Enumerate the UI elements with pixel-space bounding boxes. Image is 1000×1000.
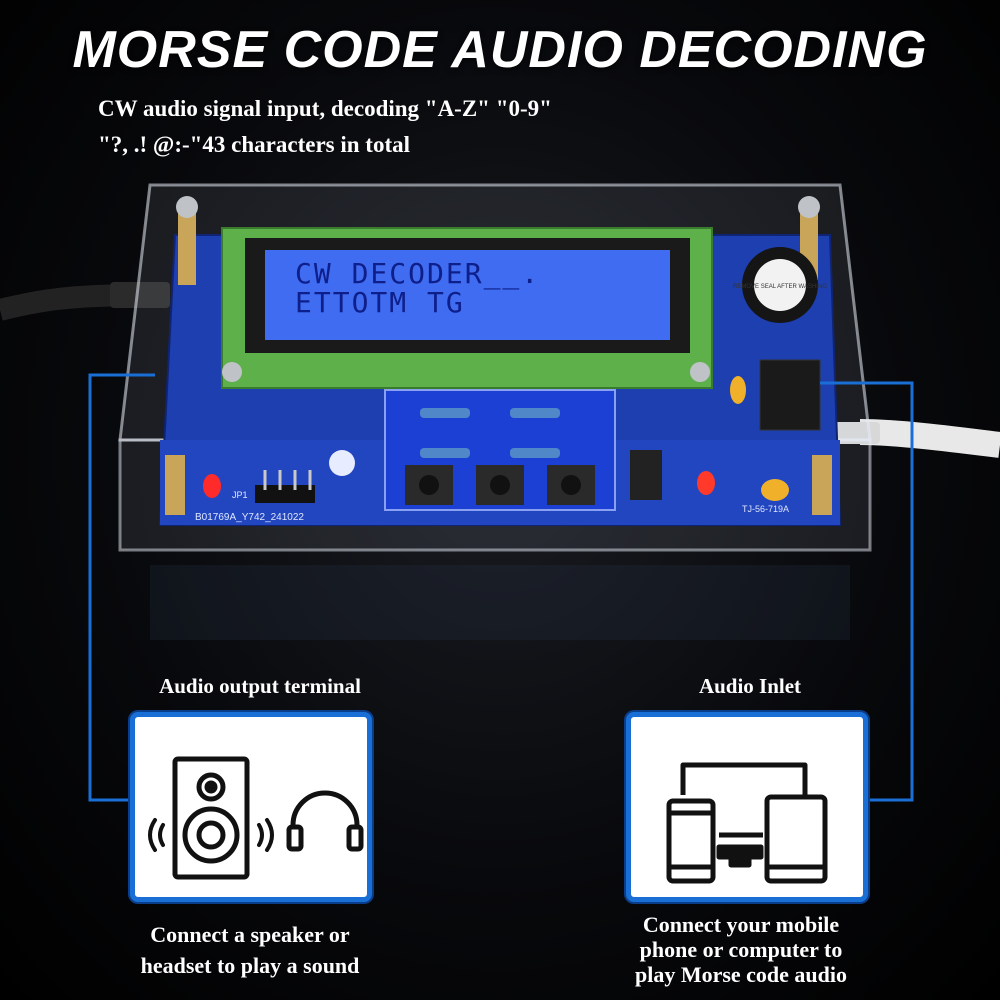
red-led-right bbox=[697, 471, 715, 495]
audio-plug-left bbox=[110, 282, 170, 308]
audio-inlet-caption: Connect your mobile phone or computer to… bbox=[596, 912, 886, 987]
header-pins bbox=[255, 470, 315, 503]
jumper-label: JP1 bbox=[232, 490, 248, 500]
audio-cable-right bbox=[859, 419, 1000, 458]
audio-output-caption-line-1: Connect a speaker or bbox=[150, 922, 350, 947]
red-led-left bbox=[203, 474, 221, 498]
audio-jack-right bbox=[759, 359, 821, 431]
buzzer-label: REMOVE SEAL AFTER WASHING bbox=[733, 284, 827, 290]
pcb-label: B01769A_Y742_241022 bbox=[195, 512, 304, 523]
audio-inlet-icons bbox=[666, 762, 828, 884]
standoff bbox=[165, 455, 185, 515]
sound-wave-icon bbox=[148, 818, 274, 852]
standoff bbox=[178, 210, 196, 285]
tablet-icon bbox=[764, 794, 828, 884]
subtitle-line-1: CW audio signal input, decoding "A-Z" "0… bbox=[98, 96, 552, 121]
lcd-line-1: CW DECODER__. bbox=[295, 257, 540, 291]
audio-output-card bbox=[130, 712, 372, 902]
audio-output-icons bbox=[148, 756, 364, 880]
audio-inlet-card bbox=[626, 712, 868, 902]
audio-output-caption-line-2: headset to play a sound bbox=[140, 953, 360, 978]
monitor-icon bbox=[680, 762, 808, 868]
audio-inlet-caption-line-3: play Morse code audio bbox=[634, 962, 848, 987]
capacitor bbox=[730, 376, 746, 404]
headphones-icon bbox=[286, 790, 364, 852]
speaker-icon bbox=[172, 756, 250, 880]
audio-inlet-caption-line-1: Connect your mobile bbox=[642, 912, 840, 937]
connector-line-left bbox=[88, 373, 155, 802]
subtitle-line-2: "?, .! @:-"43 characters in total bbox=[98, 132, 410, 157]
ir-receiver bbox=[630, 450, 662, 500]
page-title: MORSE CODE AUDIO DECODING bbox=[72, 21, 928, 79]
phone-icon bbox=[666, 798, 716, 884]
pcb-label-right: TJ-56-719A bbox=[742, 504, 789, 514]
capacitor bbox=[761, 479, 789, 501]
screw bbox=[176, 196, 198, 218]
audio-inlet-caption-line-2: phone or computer to bbox=[639, 937, 843, 962]
potentiometer bbox=[329, 450, 355, 476]
resistors bbox=[420, 408, 560, 458]
screw bbox=[798, 196, 820, 218]
lcd-screen bbox=[265, 250, 670, 340]
reflection bbox=[150, 565, 850, 640]
audio-inlet-label: Audio Inlet bbox=[698, 674, 802, 698]
screw bbox=[222, 362, 242, 382]
push-buttons bbox=[405, 465, 595, 505]
audio-output-label: Audio output terminal bbox=[159, 674, 361, 698]
lcd-line-2: ETTOTM TG bbox=[295, 286, 465, 319]
connector-line-right bbox=[820, 381, 914, 802]
audio-output-caption: Connect a speaker or headset to play a s… bbox=[100, 922, 400, 978]
screw bbox=[690, 362, 710, 382]
standoff bbox=[812, 455, 832, 515]
